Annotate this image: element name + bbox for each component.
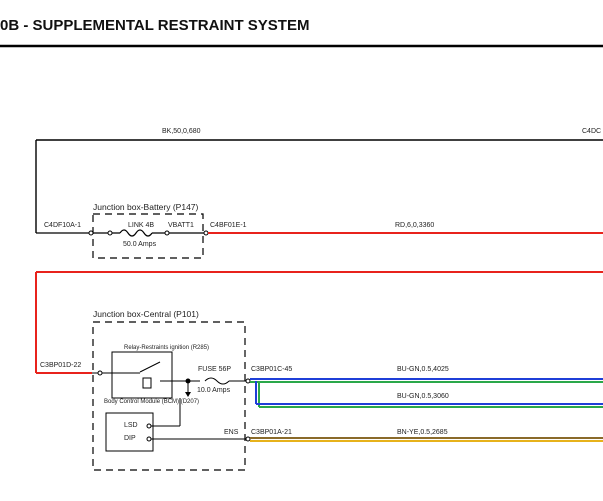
wire-label-bk: BK,50,0,680 (162, 128, 201, 135)
terminal-icon (146, 423, 152, 429)
fuse-icon (204, 377, 230, 385)
terminal-icon (245, 378, 251, 384)
wire-label-rd: RD,6,0,3360 (395, 222, 434, 229)
page-title: 0B - SUPPLEMENTAL RESTRAINT SYSTEM (0, 17, 310, 34)
battery-box-title: Junction box-Battery (P147) (93, 202, 199, 212)
terminal-icon (107, 230, 113, 236)
vbatt-label: VBATT1 (168, 222, 194, 229)
connector-label-c4dc: C4DC (582, 128, 601, 135)
relay-coil-icon (142, 377, 152, 389)
battery-left-connector: C4DF10A-1 (44, 222, 81, 229)
wire-label-bn-ye: BN-YE,0.5,2685 (397, 429, 448, 436)
arrow-down-icon (185, 392, 191, 397)
relay-label: Relay-Restraints ignition (R285) (124, 345, 209, 351)
fuse-label: FUSE 56P (198, 366, 231, 373)
terminal-icon (245, 436, 251, 442)
relay-icon (111, 351, 173, 399)
central-junction-box (92, 321, 246, 471)
bcm-module (105, 412, 154, 452)
link-label: LINK 4B (128, 222, 154, 229)
battery-right-connector: C4BF01E-1 (210, 222, 247, 229)
relay-contact (139, 361, 161, 373)
bcm-label-1: Body Control Module (BCM) (D207) (104, 399, 199, 405)
link-rating: 50.0 Amps (123, 241, 157, 248)
wire-label-bu-gn-2: BU-GN,0.5,3060 (397, 393, 449, 400)
dip-label: DIP (124, 435, 136, 442)
lsd-label: LSD (124, 422, 138, 429)
central-box-title: Junction box-Central (P101) (93, 309, 199, 319)
fuse-rating: 10.0 Amps (197, 387, 231, 394)
terminal-icon (164, 230, 170, 236)
terminal-icon (88, 230, 94, 236)
battery-junction-box (92, 213, 204, 259)
terminal-icon (203, 230, 209, 236)
wire-label-bu-gn-1: BU-GN,0.5,4025 (397, 366, 449, 373)
central-left-connector: C3BP01D-22 (40, 362, 81, 369)
terminal-icon (146, 436, 152, 442)
fuse-connector: C3BP01C-45 (251, 366, 292, 373)
ens-label: ENS (224, 429, 239, 436)
terminal-icon (97, 370, 103, 376)
fusible-link-icon (119, 229, 153, 237)
ens-connector: C3BP01A-21 (251, 429, 292, 436)
